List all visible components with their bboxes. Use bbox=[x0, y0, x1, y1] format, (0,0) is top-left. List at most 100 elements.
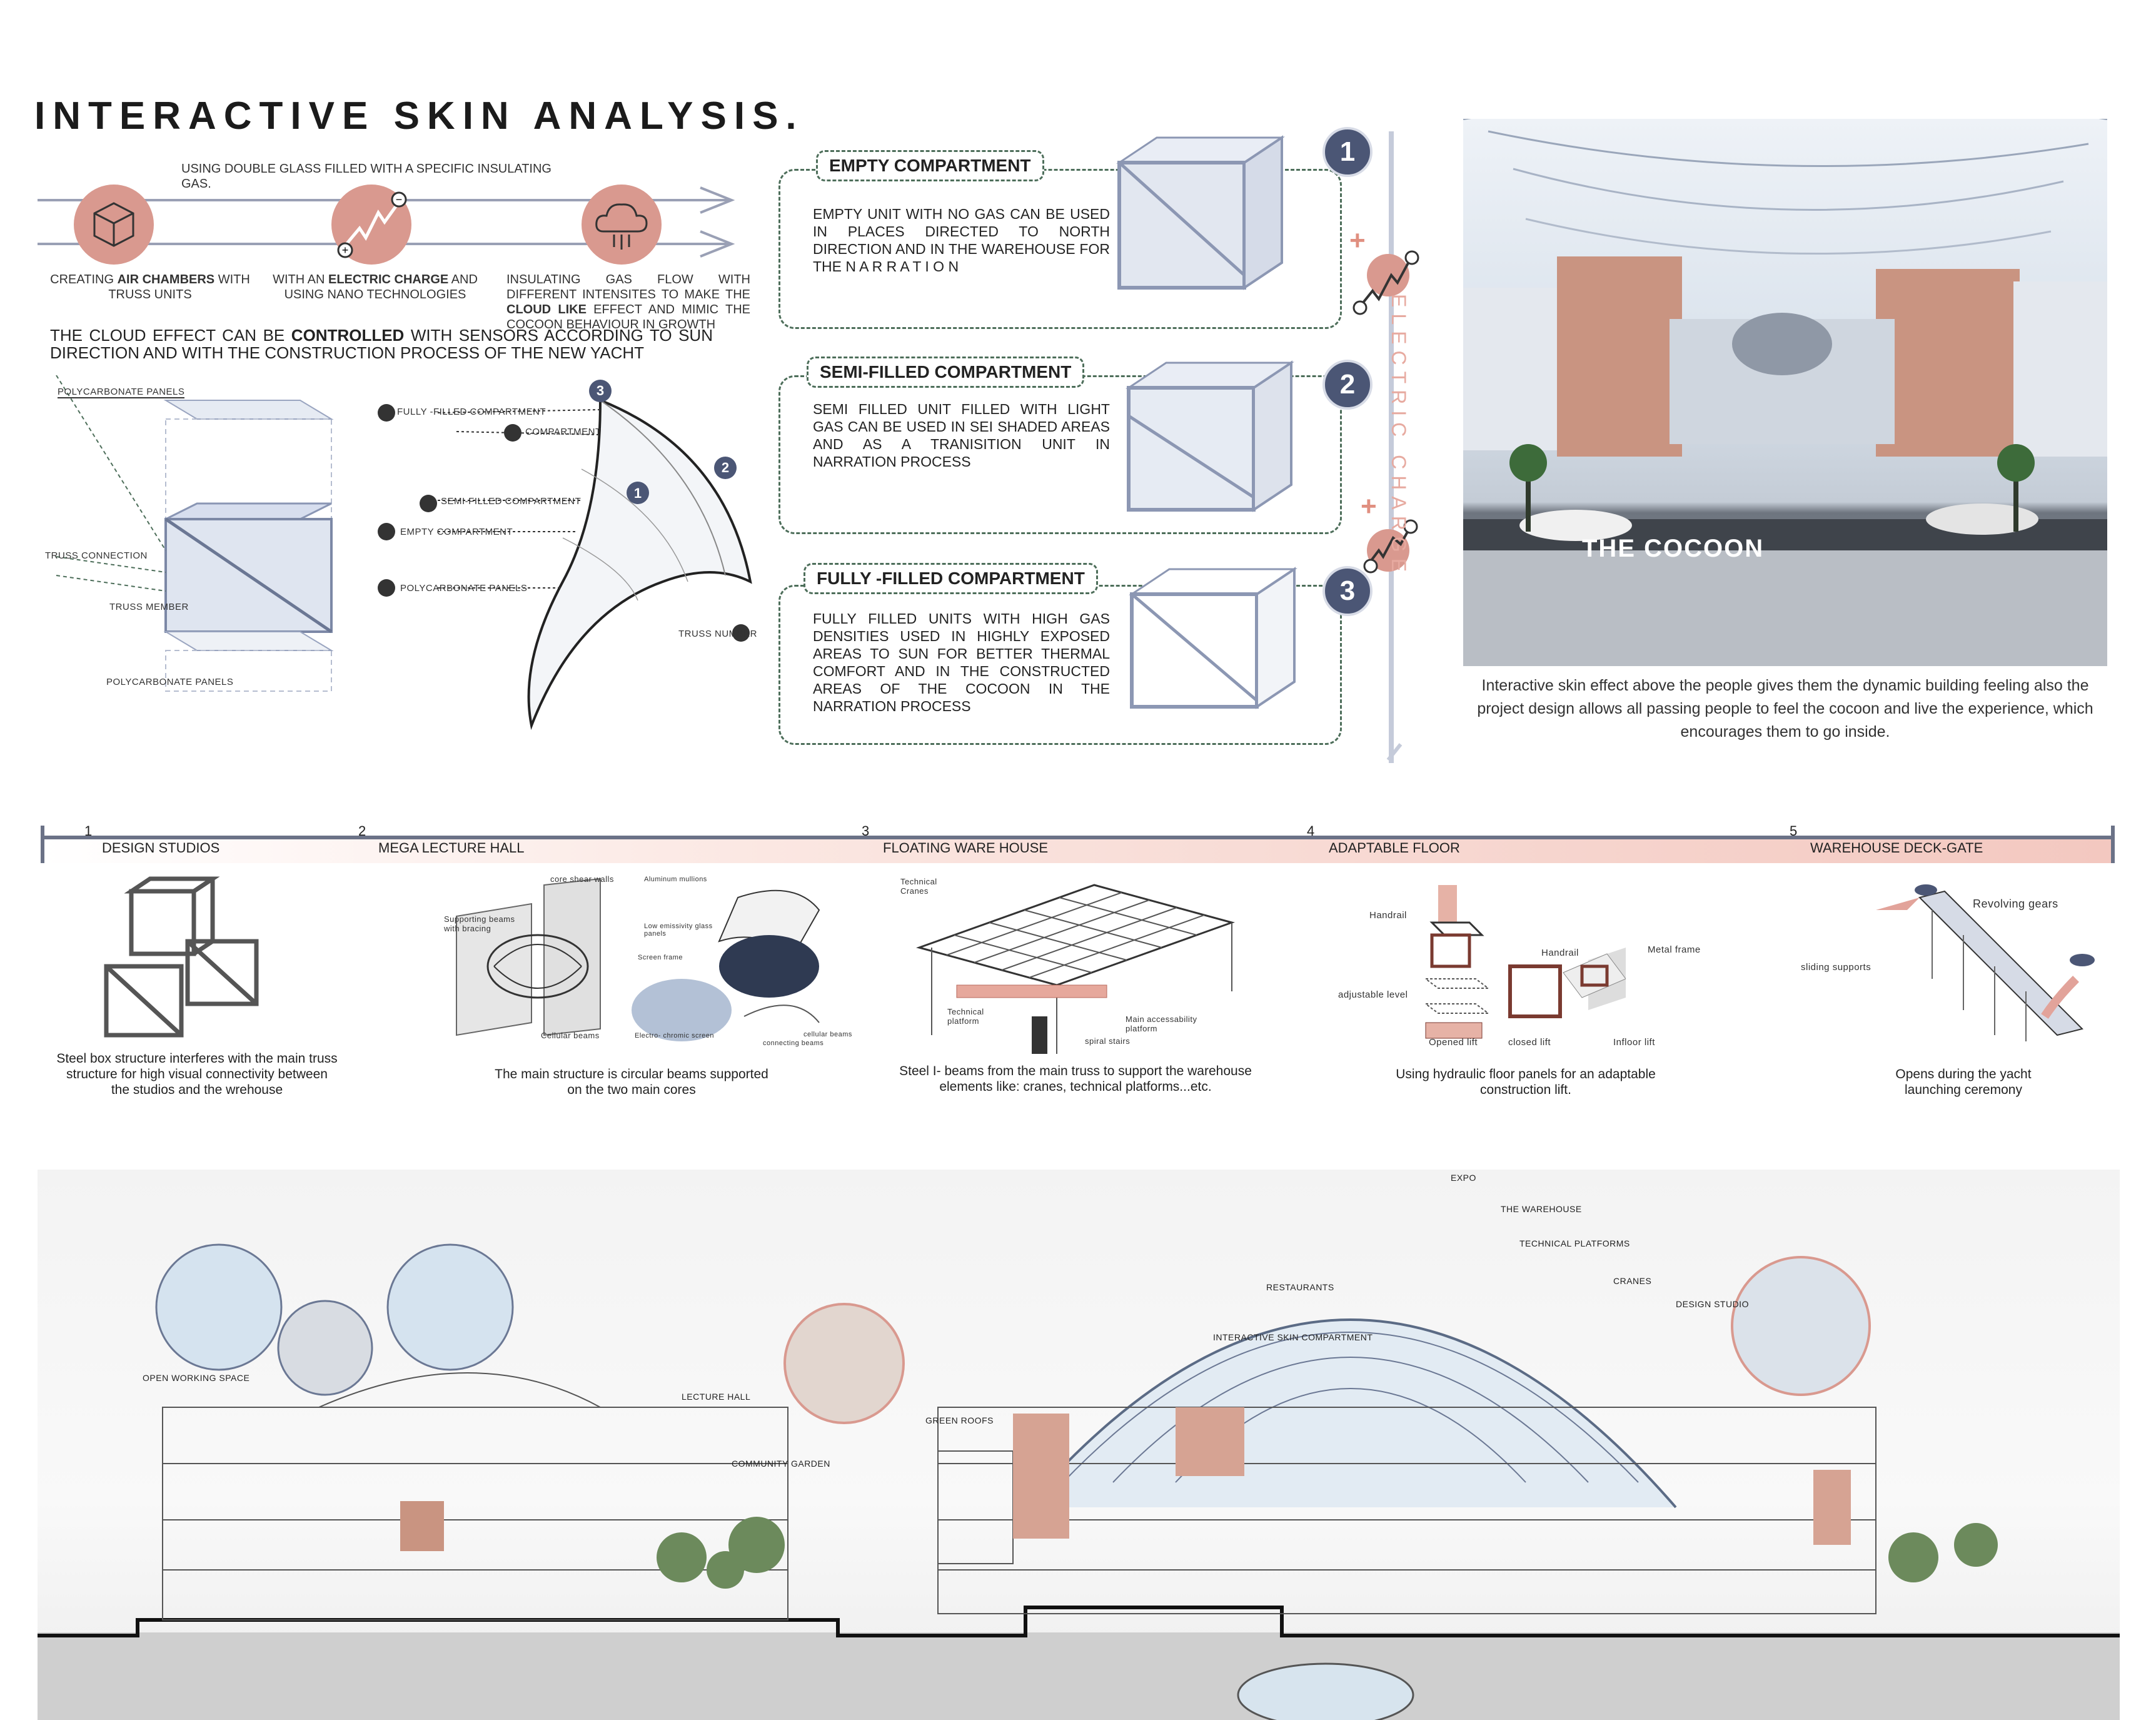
timeline-label-2: MEGA LECTURE HALL bbox=[378, 840, 525, 856]
hall-label-cellular-beams: cellular beams bbox=[803, 1031, 852, 1038]
hall-label-low-e: Low emissivity glass panels bbox=[644, 923, 713, 938]
timeline-label-4: ADAPTABLE FLOOR bbox=[1329, 840, 1460, 856]
cloud-effect-text: THE CLOUD EFFECT CAN BE CONTROLLED WITH … bbox=[50, 326, 713, 362]
floor-label-handrail-1: Handrail bbox=[1369, 910, 1407, 921]
timeline-num-1: 1 bbox=[84, 823, 93, 839]
design-studios-diagram bbox=[104, 876, 259, 1038]
shell-label-panels: POLYCARBONATE PANELS bbox=[400, 583, 528, 594]
deck-gate-diagram bbox=[1876, 884, 2095, 1041]
floor-label-closed: closed lift bbox=[1508, 1037, 1551, 1048]
section-label-community-garden: COMMUNITY GARDEN bbox=[732, 1459, 830, 1469]
electric-charge-bar bbox=[1353, 131, 1419, 763]
feature-electric-charge: WITH AN ELECTRIC CHARGE AND USING NANO T… bbox=[273, 273, 478, 301]
warehouse-label-stairs: spiral stairs bbox=[1085, 1036, 1131, 1046]
hall-label-electrochromic: Electro- chromic screen bbox=[635, 1032, 715, 1040]
compartment-text-empty: EMPTY UNIT WITH NO GAS CAN BE USED IN PL… bbox=[813, 206, 1110, 275]
page-title: INTERACTIVE SKIN ANALYSIS. bbox=[34, 94, 804, 138]
render-caption: Interactive skin effect above the people… bbox=[1477, 677, 2093, 741]
timeline-end bbox=[2111, 826, 2115, 863]
warehouse-structure-diagram bbox=[916, 884, 1235, 1054]
truss-unit-exploded-diagram bbox=[56, 375, 334, 692]
timeline-num-3: 3 bbox=[862, 823, 870, 839]
building-section-drawing bbox=[38, 1170, 2120, 1720]
timeline-num-4: 4 bbox=[1307, 823, 1315, 839]
section-label-technical-platforms: TECHNICAL PLATFORMS bbox=[1519, 1238, 1630, 1248]
empty-compartment-render bbox=[1116, 135, 1285, 290]
timeline-num-2: 2 bbox=[358, 823, 366, 839]
cocoon-sign: THE COCOON bbox=[1582, 535, 1765, 562]
compartment-num-1: 1 bbox=[1322, 127, 1373, 177]
compartment-title-semi: SEMI-FILLED COMPARTMENT bbox=[807, 357, 1085, 388]
section-label-restaurants: RESTAURANTS bbox=[1266, 1282, 1334, 1292]
semi-compartment-render bbox=[1126, 360, 1294, 512]
timeline-label-3: FLOATING WARE HOUSE bbox=[883, 840, 1049, 856]
section-label-warehouse: THE WAREHOUSE bbox=[1501, 1204, 1582, 1214]
compartment-num-3: 3 bbox=[1322, 566, 1373, 616]
label-truss-connection: TRUSS CONNECTION bbox=[45, 550, 148, 561]
timeline-num-5: 5 bbox=[1790, 823, 1798, 839]
shell-num-1: 1 bbox=[633, 485, 642, 501]
hall-label-screen-frame: Screen frame bbox=[638, 954, 683, 961]
timeline-caption-3: Steel I- beams from the main truss to su… bbox=[899, 1064, 1252, 1094]
hall-label-connecting: connecting beams bbox=[763, 1040, 824, 1047]
compartment-card-empty bbox=[778, 169, 1342, 329]
timeline-label-1: DESIGN STUDIOS bbox=[102, 840, 220, 856]
electric-charge-icon: +− bbox=[331, 185, 411, 265]
shell-label-empty: EMPTY COMPARTMENT bbox=[400, 527, 513, 537]
timeline-caption-1: Steel box structure interferes with the … bbox=[56, 1051, 338, 1097]
lecture-hall-diagram bbox=[456, 878, 820, 1041]
adaptable-floor-diagram bbox=[1424, 885, 1626, 1039]
timeline-caption-5: Opens during the yacht launching ceremon… bbox=[1895, 1067, 2032, 1097]
compartment-text-semi: SEMI FILLED UNIT FILLED WITH LIGHT GAS C… bbox=[813, 401, 1110, 470]
hall-label-mullions: Aluminum mullions bbox=[644, 876, 707, 883]
floor-label-handrail-2: Handrail bbox=[1541, 948, 1579, 958]
cocoon-street-render: THE COCOON bbox=[1463, 119, 2107, 666]
warehouse-label-cranes: Technical Cranes bbox=[900, 877, 937, 896]
hall-label-supporting: Supporting beams with bracing bbox=[444, 914, 515, 933]
gate-label-revolving: Revolving gears bbox=[1973, 898, 2058, 910]
shell-label-fully: FULLY -FILLED COMPARTMENT bbox=[397, 407, 547, 417]
shell-label-semi: SEMI-FILLED COMPARTMENT bbox=[441, 496, 582, 507]
compartment-title-fully: FULLY -FILLED COMPARTMENT bbox=[803, 563, 1098, 594]
floor-label-adjustable: adjustable level bbox=[1338, 989, 1408, 1000]
timeline-rule bbox=[41, 836, 2113, 839]
floor-label-infloor: Infloor lift bbox=[1613, 1037, 1655, 1048]
hall-label-cellular: Cellular beams bbox=[541, 1031, 600, 1040]
compartment-num-2: 2 bbox=[1322, 360, 1373, 410]
feature-air-chambers: CREATING AIR CHAMBERS WITH TRUSS UNITS bbox=[50, 273, 250, 301]
cube-icon bbox=[74, 185, 154, 265]
label-truss-member: TRUSS MEMBER bbox=[109, 602, 189, 612]
label-top-panels: POLYCARBONATE PANELS bbox=[58, 387, 185, 398]
timeline-label-5: WAREHOUSE DECK-GATE bbox=[1810, 840, 1983, 856]
plus-sign-1: + bbox=[1349, 225, 1366, 256]
compartment-text-fully: FULLY FILLED UNITS WITH HIGH GAS DENSITI… bbox=[813, 610, 1110, 714]
gate-label-sliding: sliding supports bbox=[1801, 962, 1871, 973]
svg-text:+: + bbox=[342, 244, 349, 256]
section-label-open-working: OPEN WORKING SPACE bbox=[143, 1373, 250, 1383]
feature-cloud-like: INSULATING GAS FLOW WITH DIFFERENT INTEN… bbox=[506, 273, 750, 331]
floor-label-metal-frame: Metal frame bbox=[1648, 944, 1701, 955]
section-label-lecture-hall: LECTURE HALL bbox=[682, 1392, 751, 1402]
timeline-caption-2: The main structure is circular beams sup… bbox=[495, 1067, 768, 1097]
shell-label-compartment: COMPARTMENT bbox=[525, 427, 602, 437]
subtitle: USING DOUBLE GLASS FILLED WITH A SPECIFI… bbox=[181, 162, 552, 191]
section-label-expo: EXPO bbox=[1451, 1173, 1476, 1183]
section-label-interactive-skin: INTERACTIVE SKIN COMPARTMENT bbox=[1213, 1332, 1373, 1342]
section-label-green-roofs: GREEN ROOFS bbox=[925, 1415, 994, 1425]
section-label-cranes: CRANES bbox=[1613, 1276, 1652, 1286]
timeline-caption-4: Using hydraulic floor panels for an adap… bbox=[1396, 1067, 1656, 1097]
compartment-title-empty: EMPTY COMPARTMENT bbox=[816, 150, 1044, 181]
section-label-design-studio: DESIGN STUDIO bbox=[1676, 1299, 1749, 1309]
electric-charge-label: ELECTRIC CHARGE bbox=[1388, 294, 1410, 579]
shell-label-truss-number: TRUSS NUMBER bbox=[678, 629, 758, 639]
plus-sign-2: + bbox=[1361, 491, 1377, 522]
floor-label-opened: Opened lift bbox=[1429, 1037, 1478, 1048]
hall-label-core: core shear walls bbox=[550, 874, 614, 884]
warehouse-label-technical: Technical platform bbox=[947, 1007, 984, 1026]
shell-num-3: 3 bbox=[596, 383, 605, 398]
cloud-icon bbox=[582, 185, 662, 265]
warehouse-label-main-platform: Main accessability platform bbox=[1126, 1014, 1197, 1033]
timeline-start bbox=[41, 826, 44, 863]
shell-num-2: 2 bbox=[721, 460, 730, 475]
timeline-bar bbox=[41, 839, 2113, 863]
